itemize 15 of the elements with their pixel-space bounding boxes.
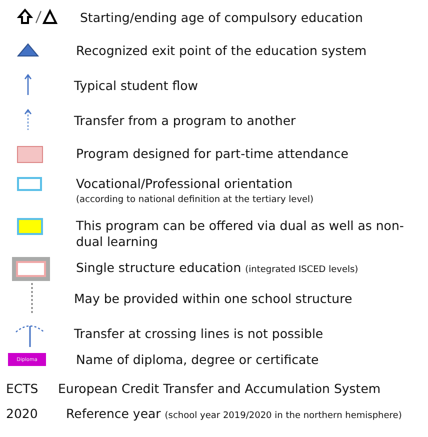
legend-text: Typical student flow — [74, 78, 199, 94]
legend-text: Program designed for part-time attendance — [76, 146, 350, 162]
legend-text: Name of diploma, degree or certificate — [76, 352, 320, 368]
legend-text: May be provided within one school structure — [74, 291, 354, 307]
legend-text: This program can be offered via dual as well as non-dual learning — [76, 218, 405, 250]
abbreviation: 2020 — [6, 406, 38, 421]
legend-text: Starting/ending age of compulsory education — [80, 10, 364, 26]
legend-text: Reference year (school year 2019/2020 in the northern hemisphere) — [66, 406, 403, 423]
legend-text: Single structure education (integrated ISCED levels) — [76, 260, 360, 277]
legend-text: Recognized exit point of the education system — [76, 43, 368, 59]
abbreviation: ECTS — [6, 381, 38, 396]
legend-text: Transfer at crossing lines is not possible — [74, 326, 324, 342]
legend-text: European Credit Transfer and Accumulation System — [58, 381, 382, 397]
legend-text: Vocational/Professional orientation (according to national definition at the tertiary level) — [76, 176, 315, 207]
legend-text: Transfer from a program to another — [74, 113, 297, 129]
